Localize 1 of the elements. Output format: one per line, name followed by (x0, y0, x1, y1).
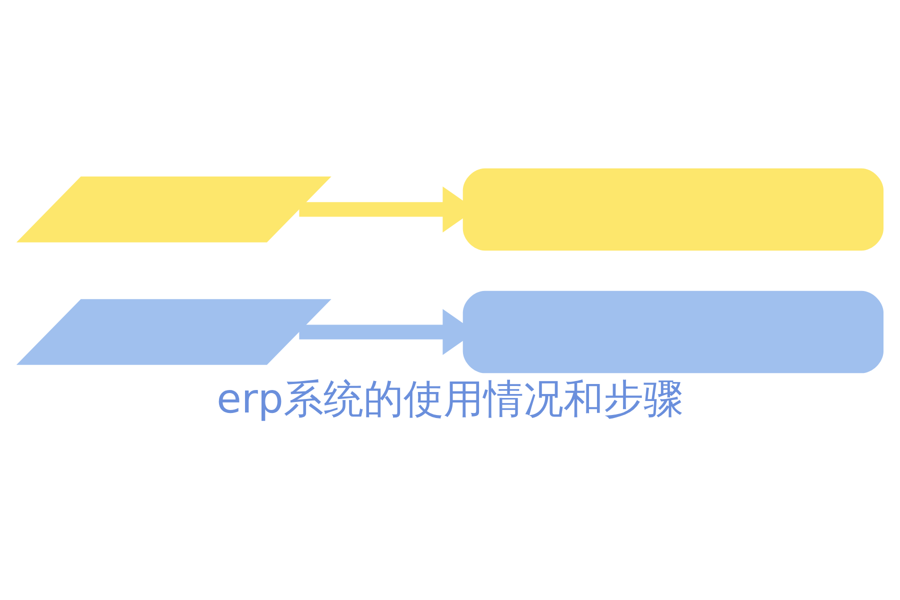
caption: erp系统的使用情况和步骤 (216, 376, 684, 423)
